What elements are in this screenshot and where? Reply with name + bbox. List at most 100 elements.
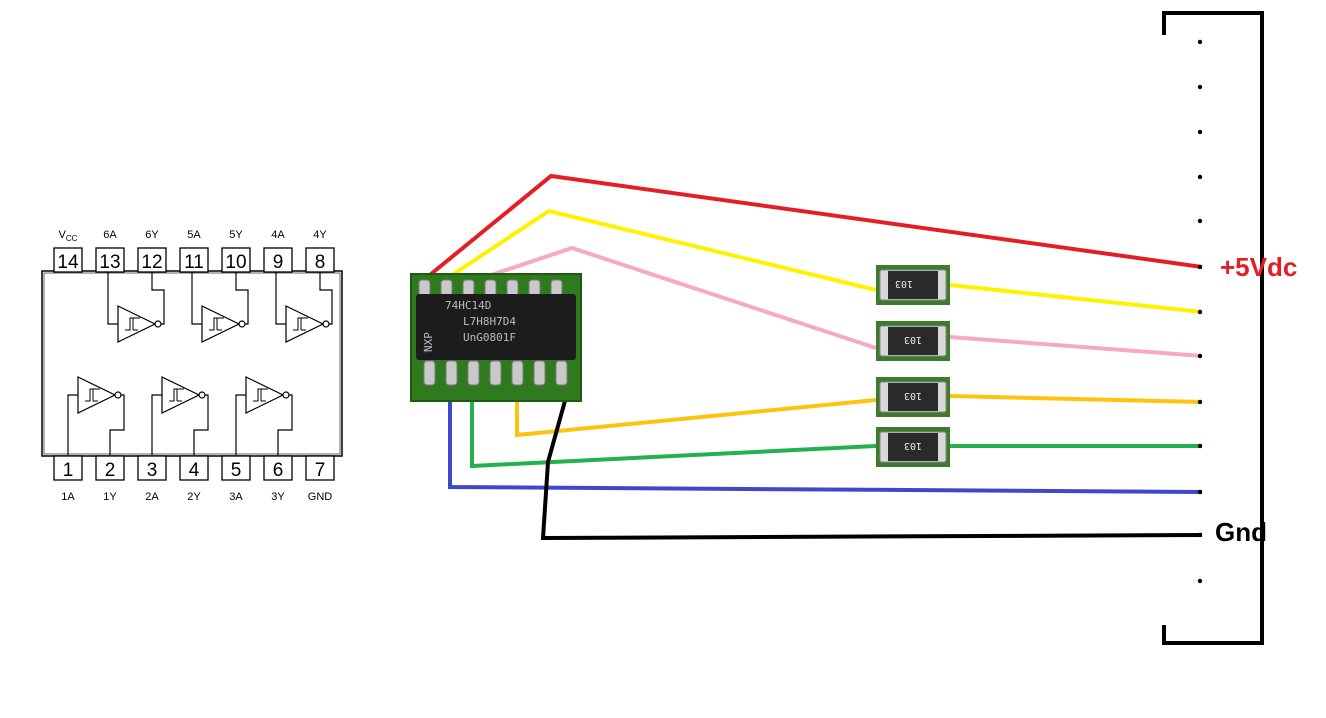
top-pin-label-text: 4Y	[313, 229, 327, 241]
top-pin-label-text: V	[59, 229, 67, 241]
top-pin-number: 11	[184, 252, 204, 273]
resistor-2: 103	[876, 321, 950, 361]
resistor-4: 103	[876, 427, 950, 467]
connector-pin-dot	[1197, 39, 1203, 45]
top-pin-number: 9	[273, 252, 284, 273]
top-pin-label-sub: CC	[66, 234, 78, 243]
soic-chip-photo: NXP 74HC14D L7H8H7D4 UnG0801F	[410, 273, 582, 402]
bottom-pin-label: 1Y	[103, 491, 117, 503]
inverter-gate-2	[151, 376, 209, 455]
bottom-pin-label: 3Y	[271, 491, 285, 503]
connector-pin-dot	[1197, 218, 1203, 224]
top-pin-label: 5Y	[229, 229, 243, 241]
resistor-code-4: 103	[904, 440, 922, 451]
bottom-pin-box	[53, 455, 83, 481]
bottom-pin-label: 2Y	[187, 491, 201, 503]
top-pin-label-text: 4A	[271, 229, 285, 241]
bottom-pin-box	[95, 455, 125, 481]
top-pin-box	[53, 247, 83, 273]
bottom-pin-number: 2	[105, 460, 116, 481]
top-pin-label: 5A	[187, 229, 201, 241]
top-pin-label-text: 5Y	[229, 229, 243, 241]
chip-marking-line-2: L7H8H7D4	[463, 315, 516, 328]
top-pin-number: 8	[315, 252, 326, 273]
chip-bottom-leads	[423, 360, 568, 386]
top-pin-label: 4Y	[313, 229, 327, 241]
top-pin-label-text: 6Y	[145, 229, 159, 241]
resistor-code-3: 103	[904, 390, 922, 401]
resistor-code-2: 103	[904, 334, 922, 345]
chip-body	[416, 294, 576, 360]
connector-pin-dot	[1197, 578, 1203, 584]
top-pin-box	[305, 247, 335, 273]
top-pin-box	[263, 247, 293, 273]
blue-wire	[448, 390, 1203, 494]
top-pin-label: VCC	[59, 229, 78, 243]
chip-marking-line-3: UnG0801F	[463, 331, 516, 344]
chip-marking-line-1: 74HC14D	[445, 299, 491, 312]
top-pin-label-text: 5A	[187, 229, 201, 241]
orange-wire-out	[949, 394, 1203, 404]
bottom-pin-label: 3A	[229, 491, 243, 503]
connector-pin-dots	[1197, 39, 1203, 584]
bottom-pin-label: 1A	[61, 491, 75, 503]
bottom-pin-label: GND	[308, 491, 333, 503]
pink-wire	[487, 245, 877, 350]
yellow-wire-out	[949, 283, 1203, 314]
top-pin-box	[137, 247, 167, 273]
connector-pin-dot	[1197, 443, 1203, 449]
bottom-pin-number: 7	[315, 460, 326, 481]
bottom-pin-box	[221, 455, 251, 481]
connector-pin-dot	[1197, 174, 1203, 180]
vcc-wire	[418, 173, 1203, 285]
connector-pin-dot	[1197, 353, 1203, 359]
vcc-label: +5Vdc	[1220, 252, 1297, 282]
green-wire	[470, 390, 877, 469]
top-pin-label-text: 6A	[103, 229, 117, 241]
resistor-3: 103	[876, 377, 950, 417]
yellow-wire	[438, 208, 877, 292]
connector-pin-dot	[1197, 399, 1203, 405]
top-pin-box	[95, 247, 125, 273]
bottom-pin-number: 1	[63, 460, 74, 481]
top-pin-number: 14	[57, 252, 79, 273]
pink-wire-out	[949, 335, 1203, 358]
connector-pin-dot	[1197, 129, 1203, 135]
resistor-code-1: 103	[895, 278, 913, 289]
bottom-pin-number: 4	[189, 460, 200, 481]
inverter-gate-4	[275, 272, 333, 343]
top-pin-label: 6A	[103, 229, 117, 241]
top-pin-label: 6Y	[145, 229, 159, 241]
connector-pin-dot	[1197, 84, 1203, 90]
bottom-pin-box	[263, 455, 293, 481]
bottom-pin-number: 6	[273, 460, 284, 481]
inverter-gate-1	[67, 376, 125, 455]
bottom-pin-box	[179, 455, 209, 481]
bottom-pin-box	[137, 455, 167, 481]
bottom-pin-label: 2A	[145, 491, 159, 503]
bottom-pin-number: 5	[231, 460, 242, 481]
connector-pin-dot	[1197, 532, 1203, 538]
gnd-label: Gnd	[1215, 517, 1267, 547]
inverter-gate-5	[191, 272, 249, 343]
orange-wire	[515, 390, 877, 438]
connector-pin-dot	[1197, 309, 1203, 315]
top-pin-box	[179, 247, 209, 273]
inverter-gate-3	[235, 376, 293, 455]
connector-pin-dot	[1197, 489, 1203, 495]
connector-pin-dot	[1197, 264, 1203, 270]
pinout-diagram: 14 VCC 1 3 6A 12 6Y 11 5A 10 5Y 9 4A 8 4Y 1 1A 2 1Y 3 2A 4 2Y…	[41, 229, 343, 503]
top-pin-number: 10	[225, 252, 246, 273]
gnd-wire	[540, 389, 1203, 541]
inverter-gate-6	[107, 272, 165, 343]
chip-brand: NXP	[422, 332, 435, 352]
top-pin-number: 12	[141, 252, 162, 273]
top-pin-label: 4A	[271, 229, 285, 241]
chip-top-leads	[418, 279, 563, 297]
bottom-pin-box	[305, 455, 335, 481]
connector-outline	[1162, 11, 1264, 645]
bottom-pin-number: 3	[147, 460, 158, 481]
